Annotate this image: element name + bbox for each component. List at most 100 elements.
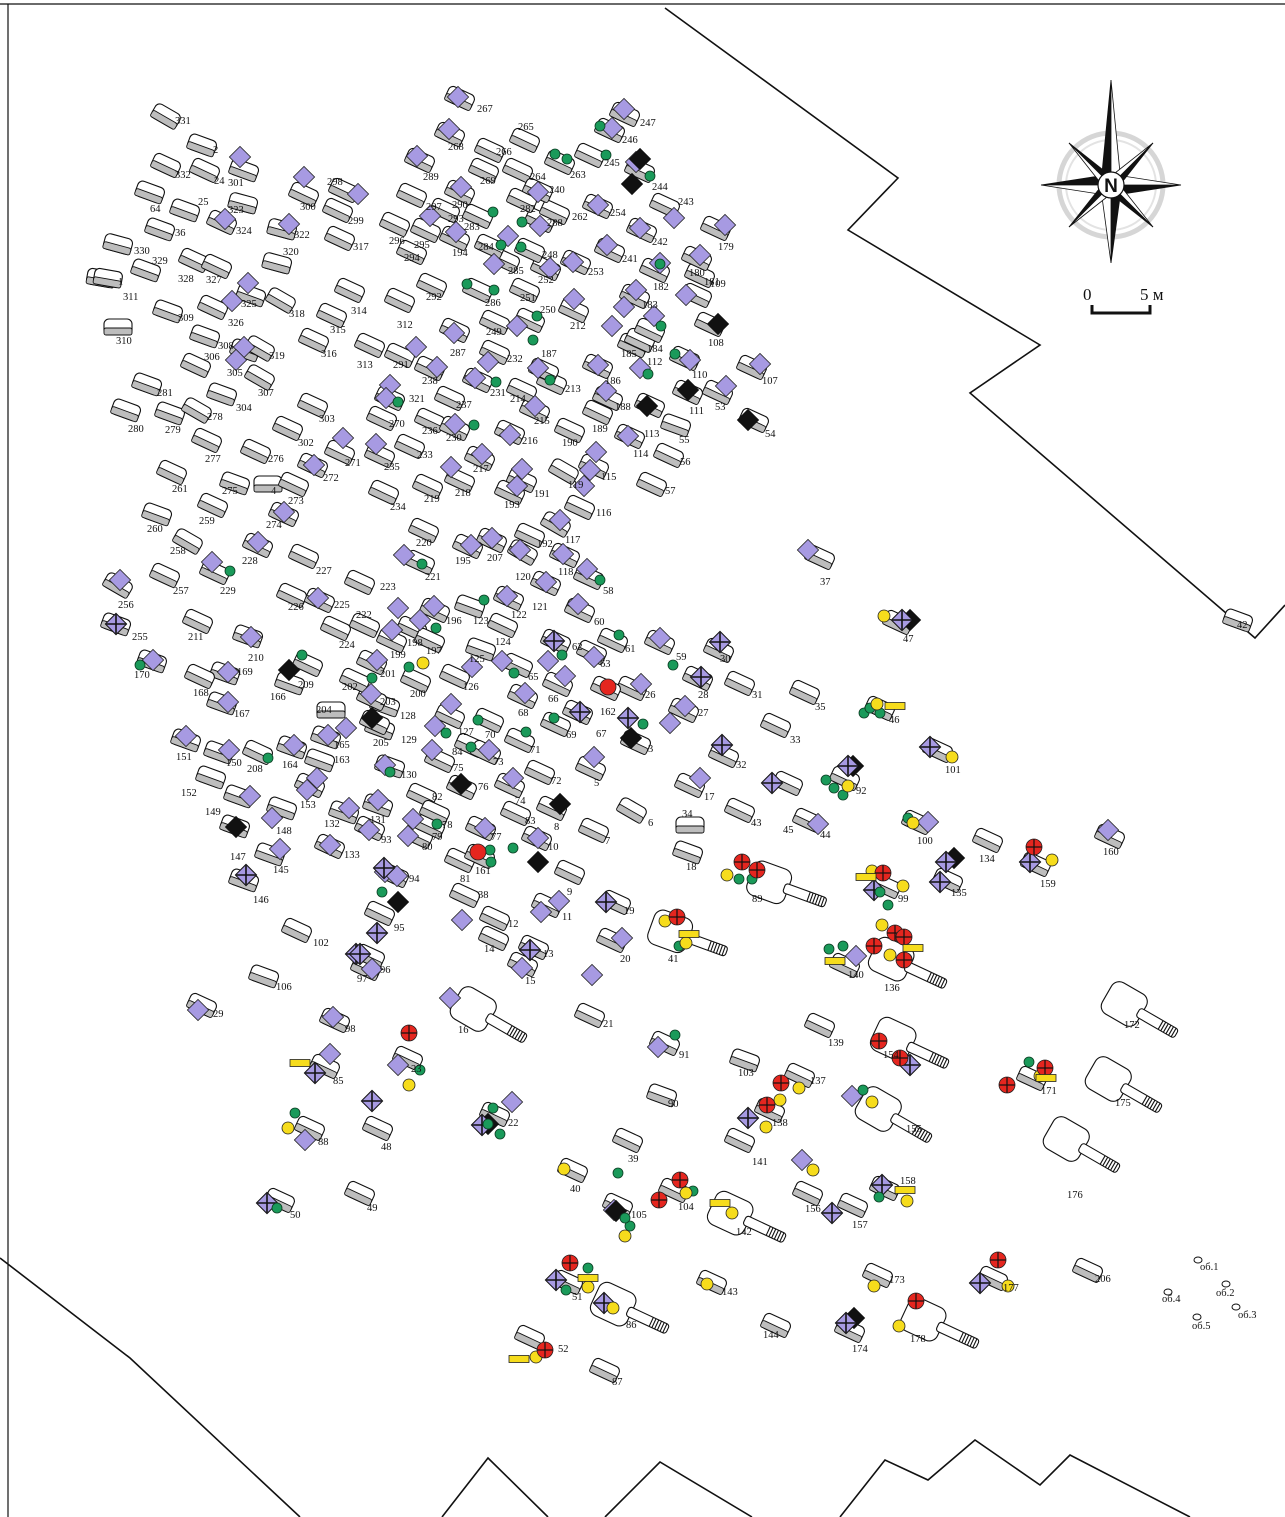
grave-label-6: 6 [648, 818, 653, 829]
yellow-circle-marker [679, 936, 693, 950]
grave-label-261: 261 [172, 484, 188, 495]
grave-label-233: 233 [417, 450, 433, 461]
grave-label-104: 104 [678, 1202, 695, 1213]
grave-314 [334, 277, 365, 303]
grave-106 [248, 964, 280, 989]
grave-label-130: 130 [401, 770, 417, 781]
yellow-bar-marker [894, 1186, 916, 1194]
grave-label-146: 146 [253, 895, 269, 906]
grave-label-218: 218 [455, 488, 471, 499]
crossed-diamond-marker [360, 1089, 384, 1113]
green-circle-marker [520, 726, 532, 738]
grave-label-216: 216 [522, 436, 538, 447]
grave-label-135: 135 [951, 888, 967, 899]
yellow-circle-marker [806, 1163, 820, 1177]
yellow-circle-marker [896, 879, 910, 893]
grave-label-67: 67 [596, 729, 607, 740]
grave-label-30: 30 [720, 654, 731, 665]
grave-label-205: 205 [373, 738, 389, 749]
grave-label-34: 34 [682, 809, 693, 820]
green-circle-marker [612, 1167, 624, 1179]
grave-label-156: 156 [805, 1204, 821, 1215]
grave-label-191: 191 [534, 489, 550, 500]
green-circle-marker [560, 1284, 572, 1296]
grave-38 [449, 882, 480, 908]
grave-label-92: 92 [856, 786, 867, 797]
grave-317 [324, 225, 355, 251]
grave-102 [281, 917, 312, 943]
grave-label-80: 80 [422, 842, 433, 853]
green-circle-marker [416, 558, 428, 570]
grave-320 [261, 252, 293, 275]
grave-313 [354, 332, 385, 358]
red-circle-marker [599, 678, 617, 696]
grave-label-221: 221 [425, 572, 441, 583]
yellow-circle-marker [402, 1078, 416, 1092]
red-crossed-circle-marker [870, 1032, 888, 1050]
grave-label-35: 35 [815, 702, 826, 713]
green-circle-marker [495, 239, 507, 251]
grave-155 [854, 1086, 933, 1143]
grave-label-4: 4 [271, 486, 277, 497]
yellow-circle-marker [883, 948, 897, 962]
grave-label-213: 213 [565, 384, 581, 395]
green-circle-marker [392, 396, 404, 408]
grave-label-279: 279 [165, 425, 181, 436]
grave-label-192: 192 [537, 539, 553, 550]
grave-219 [412, 473, 443, 499]
grave-297 [396, 182, 427, 208]
grave-label-94: 94 [409, 874, 420, 885]
grave-label-107: 107 [762, 376, 778, 387]
grave-label-204: 204 [316, 705, 333, 716]
grave-label-121: 121 [532, 602, 548, 613]
green-circle-marker [490, 376, 502, 388]
green-circle-marker [644, 170, 656, 182]
grave-label-296: 296 [389, 236, 405, 247]
grave-label-63: 63 [600, 659, 611, 670]
grave-label-278: 278 [207, 412, 223, 423]
grave-302 [272, 415, 303, 441]
grave-1 [92, 267, 123, 289]
grave-14 [478, 925, 509, 951]
grave-label-18: 18 [686, 862, 697, 873]
grave-190 [554, 417, 585, 443]
grave-label-55: 55 [679, 435, 690, 446]
grave-label-173: 173 [889, 1275, 905, 1286]
grave-306 [180, 352, 211, 378]
grave-label-159: 159 [1040, 879, 1056, 890]
yellow-circle-marker [870, 697, 884, 711]
grave-label-50: 50 [290, 1210, 301, 1221]
grave-label-24: 24 [214, 176, 225, 187]
grave-label-287: 287 [450, 348, 466, 359]
green-circle-marker [289, 1107, 301, 1119]
grave-label-120: 120 [515, 572, 531, 583]
yellow-bar-marker [884, 702, 906, 710]
red-crossed-circle-marker [668, 908, 686, 926]
grave-17 [674, 772, 705, 798]
grave-label-292: 292 [426, 292, 442, 303]
grave-label-273: 273 [288, 496, 304, 507]
grave-label-148: 148 [276, 826, 292, 837]
grave-33 [760, 712, 791, 738]
grave-176 [1042, 1116, 1121, 1173]
grave-71 [504, 727, 535, 753]
red-crossed-circle-marker [895, 928, 913, 946]
grave-307 [244, 364, 275, 391]
grave-label-160: 160 [1103, 847, 1119, 858]
green-circle-marker [488, 284, 500, 296]
green-circle-marker [366, 672, 378, 684]
grave-278 [181, 397, 212, 424]
grave-315 [316, 302, 347, 328]
grave-label-93: 93 [381, 835, 392, 846]
grave-83 [500, 800, 531, 826]
red-crossed-circle-marker [748, 861, 766, 879]
grave-label-96: 96 [380, 965, 391, 976]
yellow-circle-marker [892, 1319, 906, 1333]
grave-42 [1222, 608, 1254, 633]
grave-label-332: 332 [175, 170, 191, 181]
grave-label-175: 175 [1115, 1098, 1131, 1109]
grave-43 [724, 797, 755, 823]
grave-label-132: 132 [324, 819, 340, 830]
grave-157 [837, 1192, 868, 1218]
